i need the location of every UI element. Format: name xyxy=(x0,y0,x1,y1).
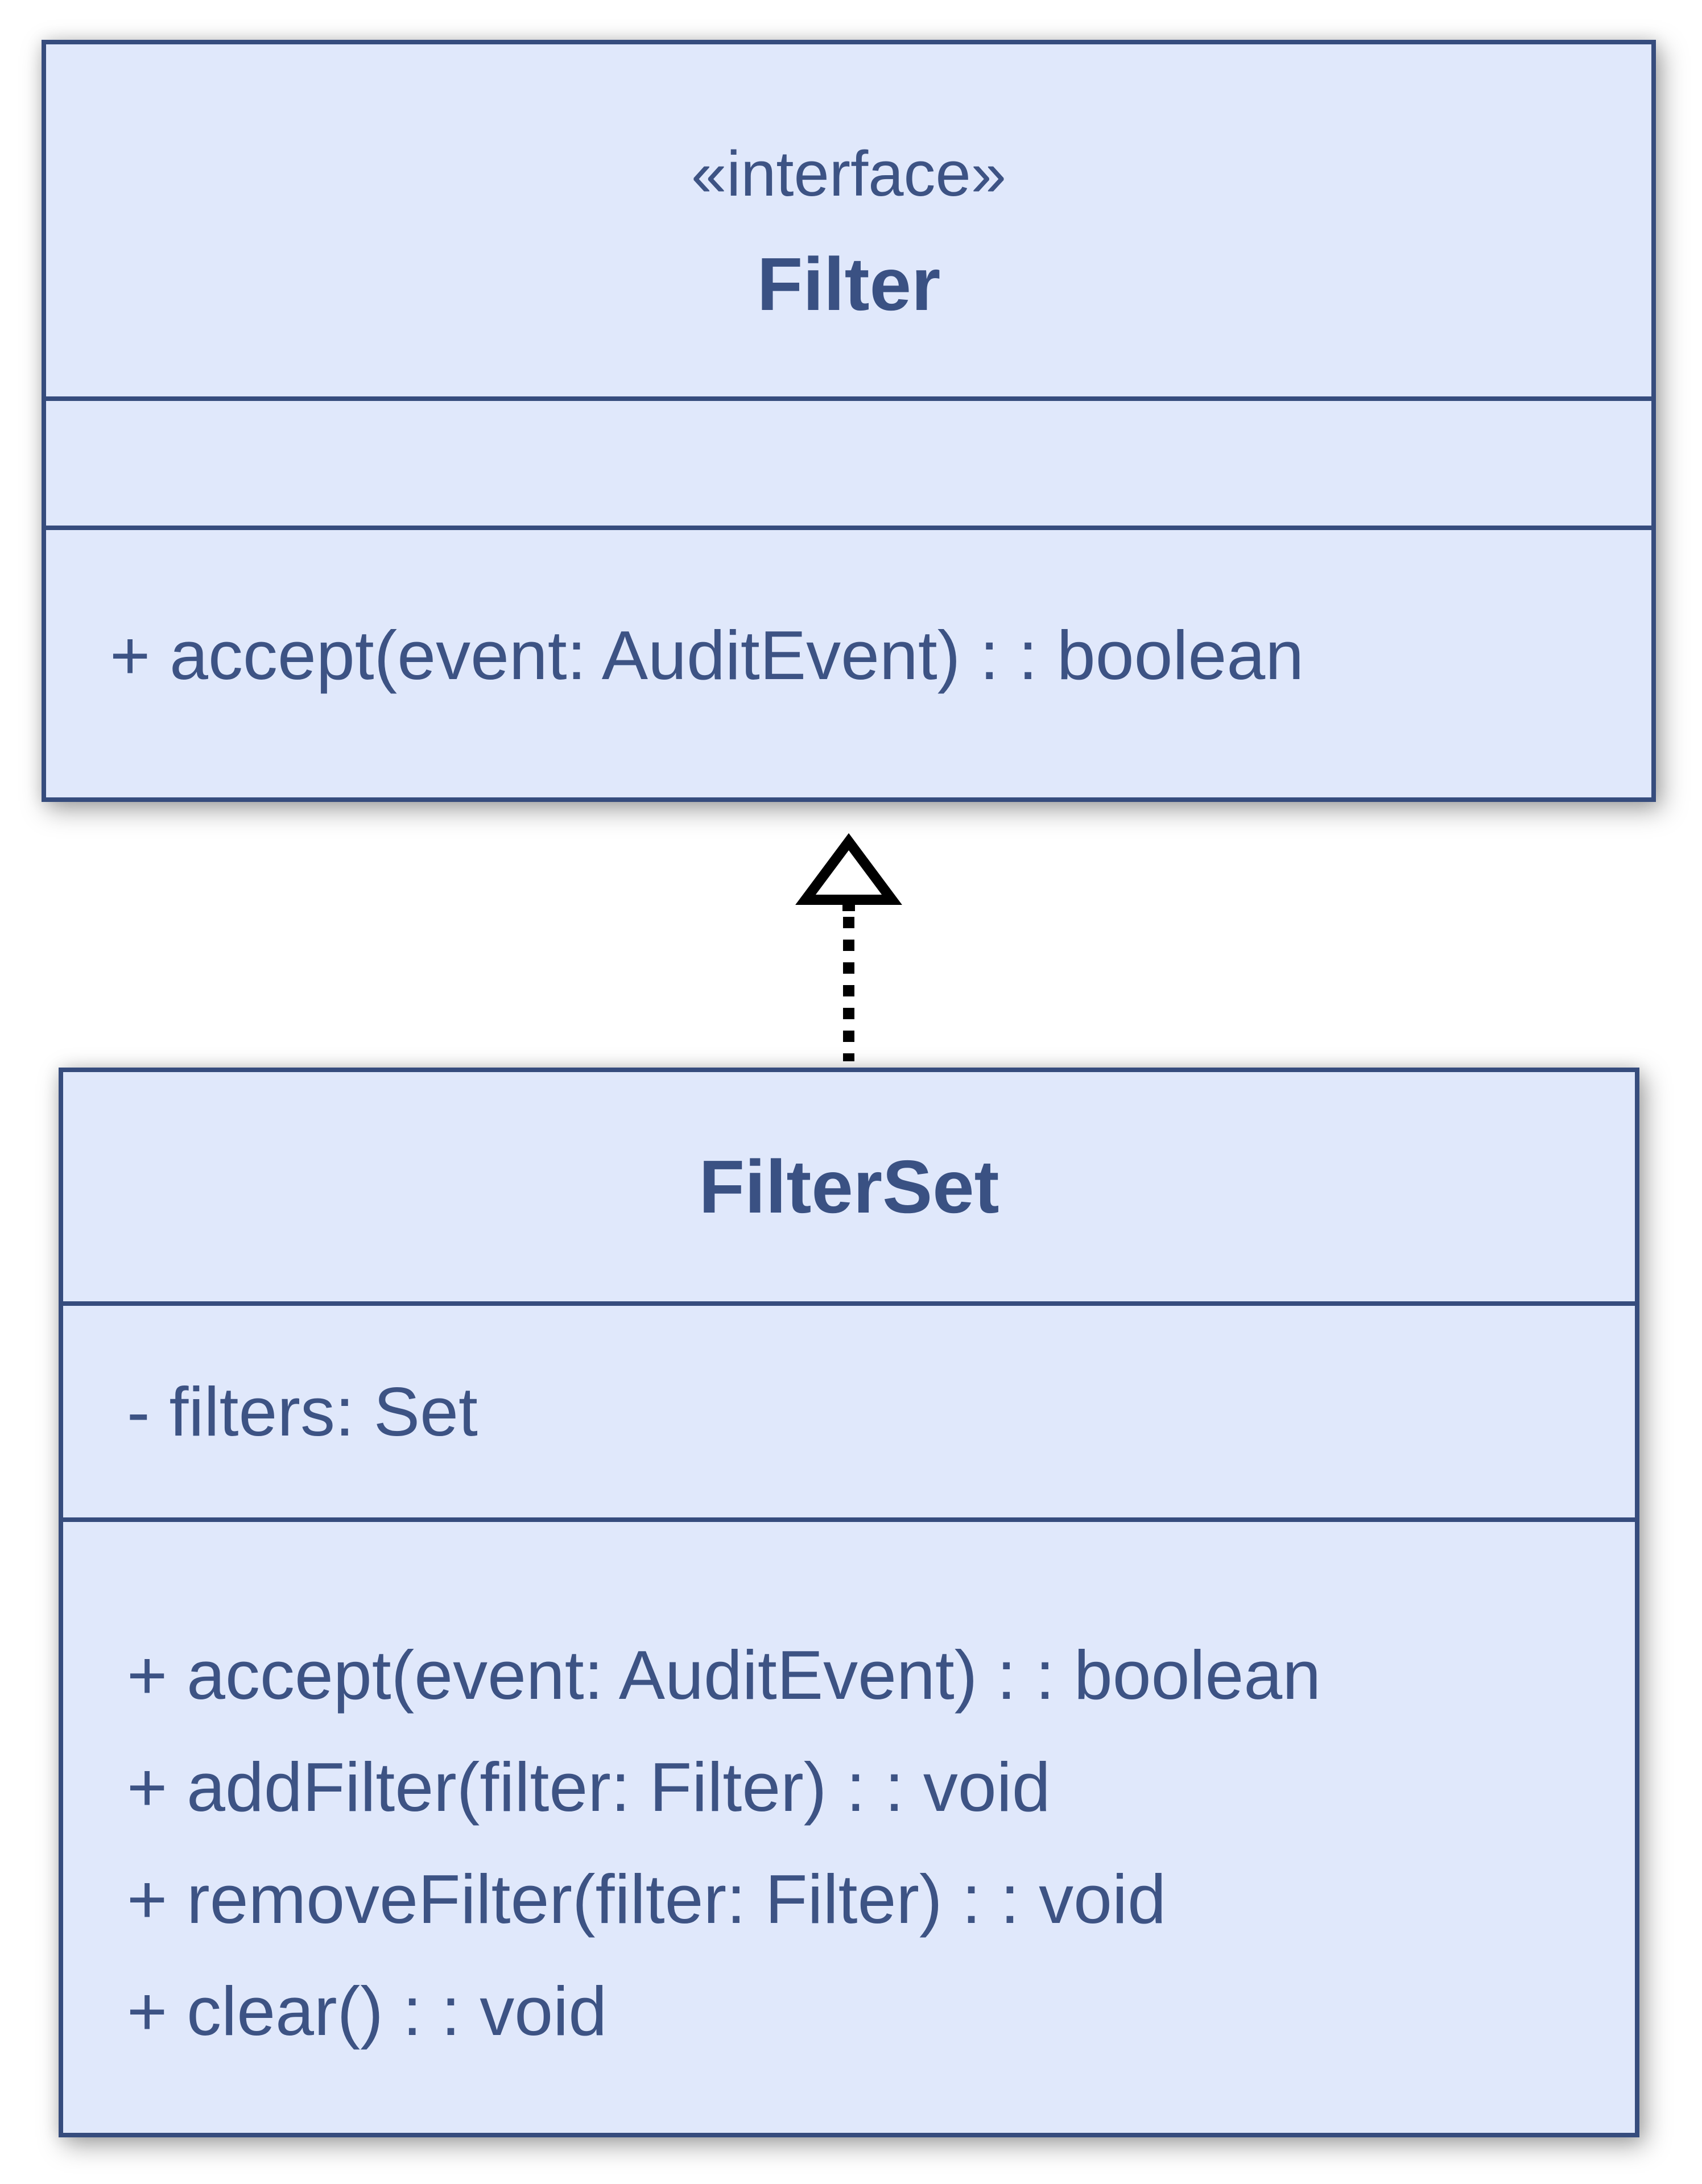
method-item: + accept(event: AuditEvent) : : boolean xyxy=(110,616,1304,694)
class-methods-compartment: + accept(event: AuditEvent) : : boolean … xyxy=(63,1522,1635,2133)
interface-methods-compartment: + accept(event: AuditEvent) : : boolean xyxy=(46,530,1651,797)
method-item: + clear() : : void xyxy=(127,1972,608,2050)
class-title-compartment: FilterSet xyxy=(63,1072,1635,1306)
interface-title-compartment: «interface» Filter xyxy=(46,44,1651,401)
class-filterset-box: FilterSet - filters: Set + accept(event:… xyxy=(59,1068,1639,2137)
method-item: + accept(event: AuditEvent) : : boolean xyxy=(127,1636,1321,1714)
class-name-label: FilterSet xyxy=(699,1144,999,1228)
method-item: + removeFilter(filter: Filter) : : void xyxy=(127,1860,1166,1938)
method-item: + addFilter(filter: Filter) : : void xyxy=(127,1748,1051,1826)
hollow-triangle-arrowhead-icon xyxy=(795,833,902,905)
interface-filter-box: «interface» Filter + accept(event: Audit… xyxy=(42,40,1656,802)
interface-stereotype-label: «interface» xyxy=(691,138,1007,209)
class-attributes-compartment: - filters: Set xyxy=(63,1306,1635,1522)
interface-attributes-compartment xyxy=(46,401,1651,530)
attribute-item: - filters: Set xyxy=(127,1372,478,1450)
interface-name-label: Filter xyxy=(757,242,941,326)
